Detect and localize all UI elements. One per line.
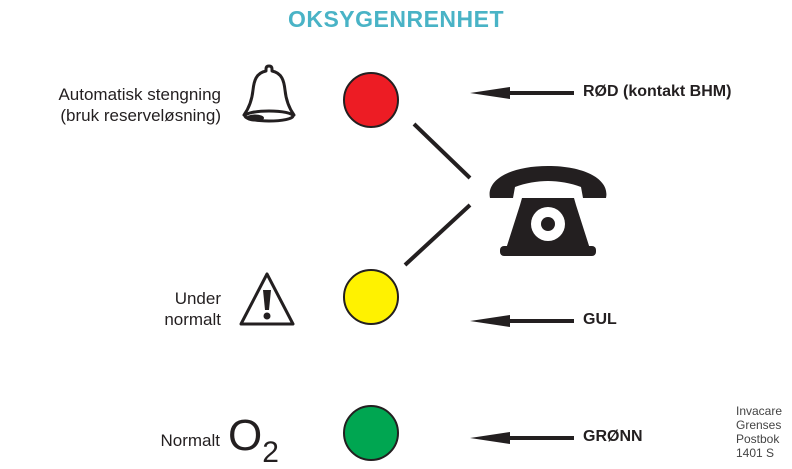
label-green: GRØNN	[583, 428, 643, 445]
description-yellow: Under normalt	[164, 288, 221, 330]
address-line-1: Invacare	[736, 404, 783, 418]
bell-icon	[242, 64, 296, 123]
arrow-yellow	[470, 315, 574, 327]
o2-symbol: O2	[228, 411, 279, 468]
connector-yellow	[403, 203, 472, 267]
label-red: RØD (kontakt BHM)	[583, 83, 732, 100]
o2-letter: O	[228, 411, 263, 460]
telephone-icon	[489, 166, 607, 256]
description-red: Automatisk stengning (bruk reserveløsnin…	[58, 84, 221, 126]
warning-icon	[239, 272, 295, 326]
label-yellow: GUL	[583, 311, 617, 328]
description-green: Normalt	[160, 430, 220, 451]
address-line-3: Postbok	[736, 432, 780, 446]
yellow-light	[343, 269, 399, 325]
description-yellow-line-2: normalt	[164, 310, 221, 329]
connector-red	[412, 122, 472, 180]
green-light	[343, 405, 399, 461]
address-line-2: Grenses	[736, 418, 782, 432]
description-red-line-1: Automatisk stengning	[58, 85, 221, 104]
arrow-green	[470, 432, 574, 444]
page-title: OKSYGENRENHET	[287, 6, 505, 32]
arrow-red	[470, 87, 574, 99]
o2-subscript: 2	[262, 436, 279, 469]
address-line-4: 1401 S	[736, 446, 775, 460]
description-yellow-line-1: Under	[174, 289, 221, 308]
description-red-line-2: (bruk reserveløsning)	[60, 106, 221, 125]
description-green-line-1: Normalt	[160, 431, 220, 450]
red-light	[343, 72, 399, 128]
company-address: Invacare Grenses Postbok 1401 S	[736, 404, 792, 460]
